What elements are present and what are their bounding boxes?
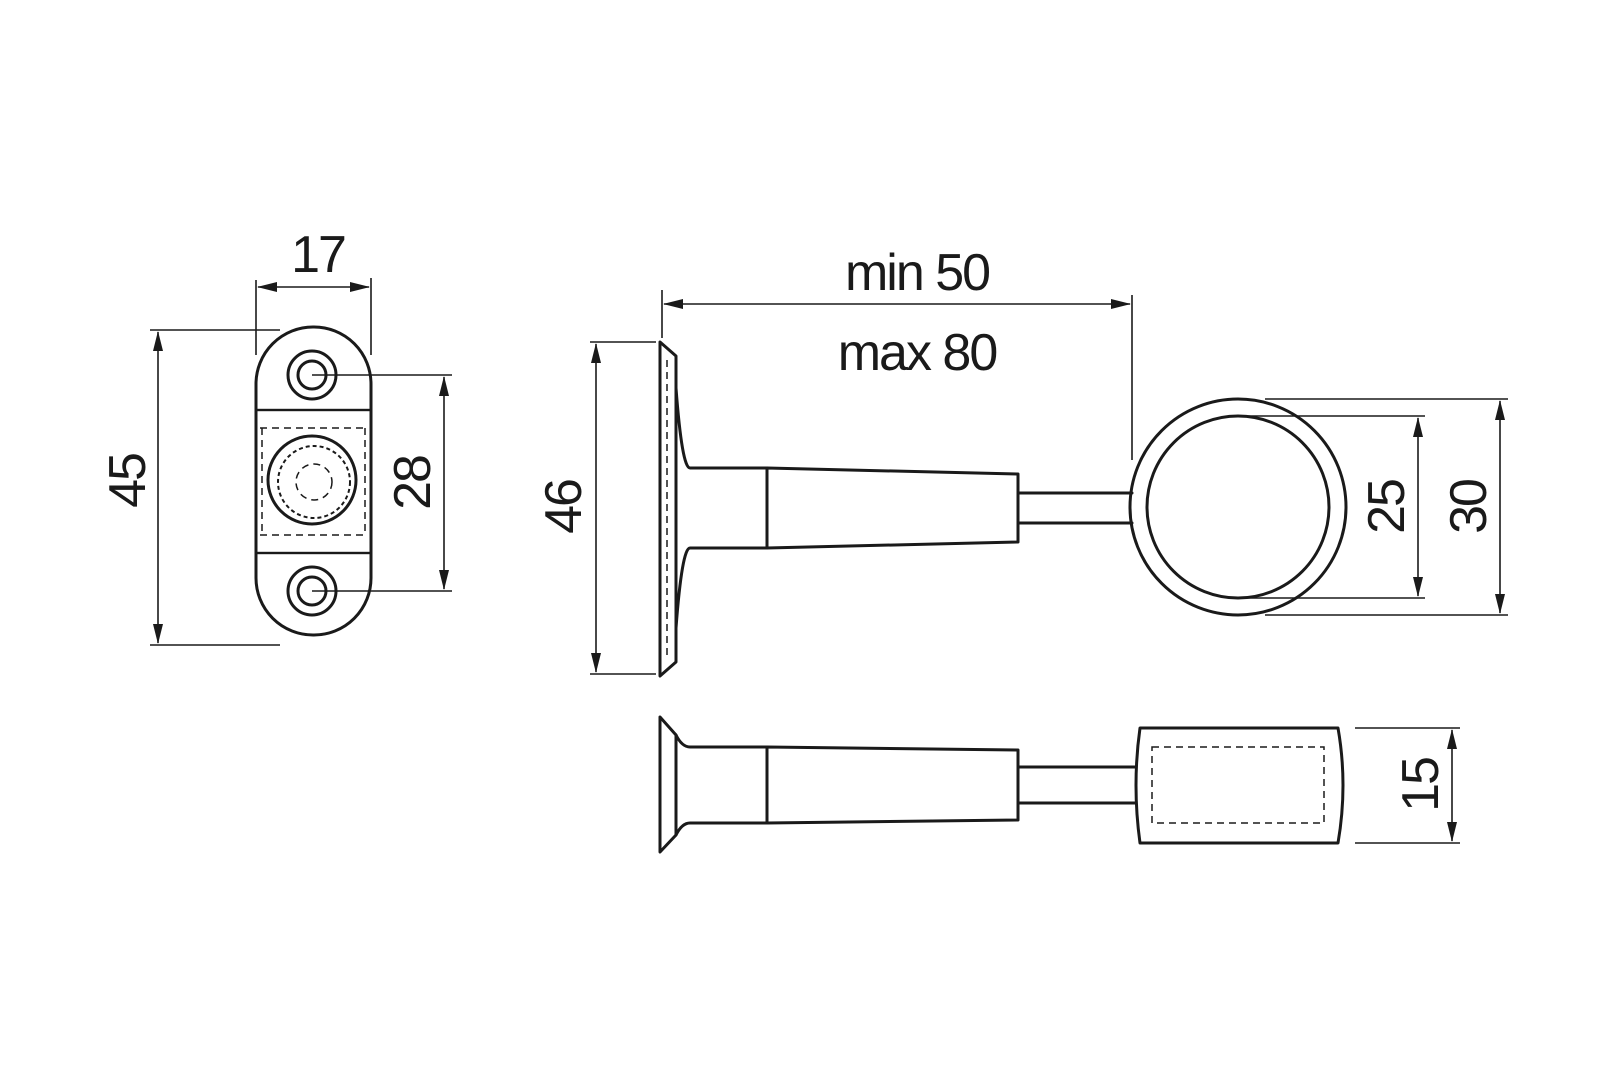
dim-45-label: 45 xyxy=(99,454,157,508)
dim-length-max-label: max 80 xyxy=(838,324,997,382)
top-ring-hidden xyxy=(1151,746,1325,824)
top-ring-block xyxy=(1134,726,1345,845)
top-neck xyxy=(674,733,769,837)
front-center-boss xyxy=(266,434,358,526)
flange-plate xyxy=(658,340,678,678)
dim-15-label: 15 xyxy=(1392,758,1450,812)
top-view: 15 xyxy=(658,715,1460,854)
dim-30-label: 30 xyxy=(1440,480,1498,534)
ring-inner xyxy=(1145,414,1331,600)
front-center-body xyxy=(254,408,373,555)
neck-flare xyxy=(674,386,769,630)
front-plate-outline xyxy=(254,325,373,637)
dim-17-label: 17 xyxy=(291,226,345,284)
side-view: 46 min 50 max 80 25 30 xyxy=(535,244,1508,678)
dim-length-min-label: min 50 xyxy=(845,244,989,302)
front-knurl xyxy=(277,445,351,519)
front-center-hole xyxy=(295,463,333,501)
dim-28-label: 28 xyxy=(384,456,442,510)
top-flange xyxy=(658,715,678,854)
dim-46-label: 46 xyxy=(535,480,593,534)
dim-25-label: 25 xyxy=(1358,480,1416,534)
ring-outer xyxy=(1128,397,1348,617)
front-view: 17 45 28 xyxy=(99,226,452,646)
tube-body xyxy=(765,466,1020,550)
top-tube xyxy=(765,745,1020,825)
